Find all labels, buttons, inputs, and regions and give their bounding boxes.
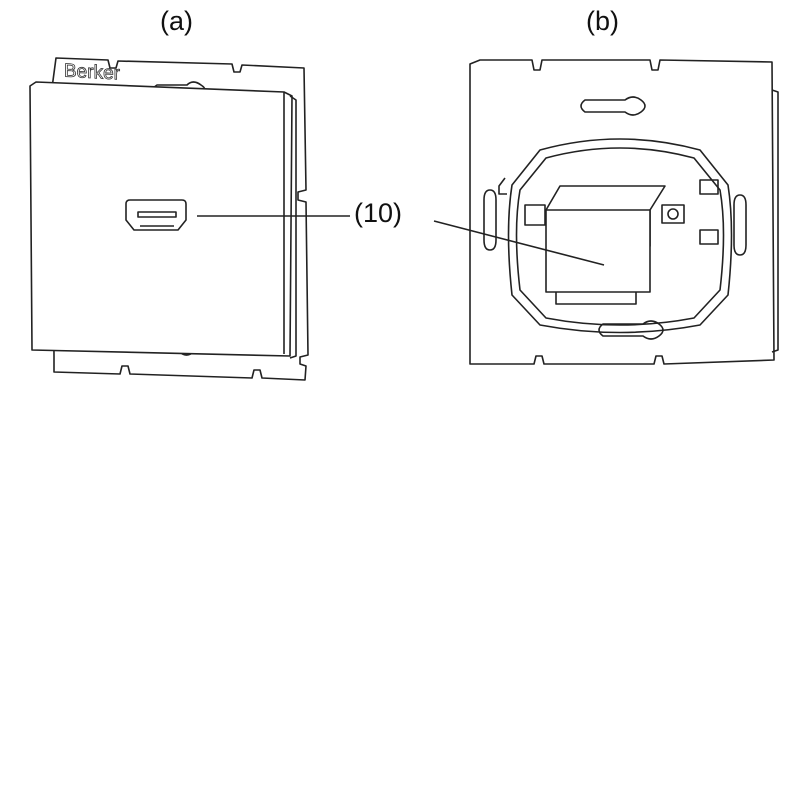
hdmi-port (125, 199, 187, 231)
callout-label-10: (10) (354, 198, 403, 228)
label-b: (b) (586, 6, 619, 36)
brand-logo: Berker (64, 60, 121, 85)
hdmi-insert (524, 185, 685, 305)
right-mounting-ring (498, 138, 733, 334)
callout-line-right (433, 220, 605, 266)
label-a: (a) (160, 6, 193, 36)
